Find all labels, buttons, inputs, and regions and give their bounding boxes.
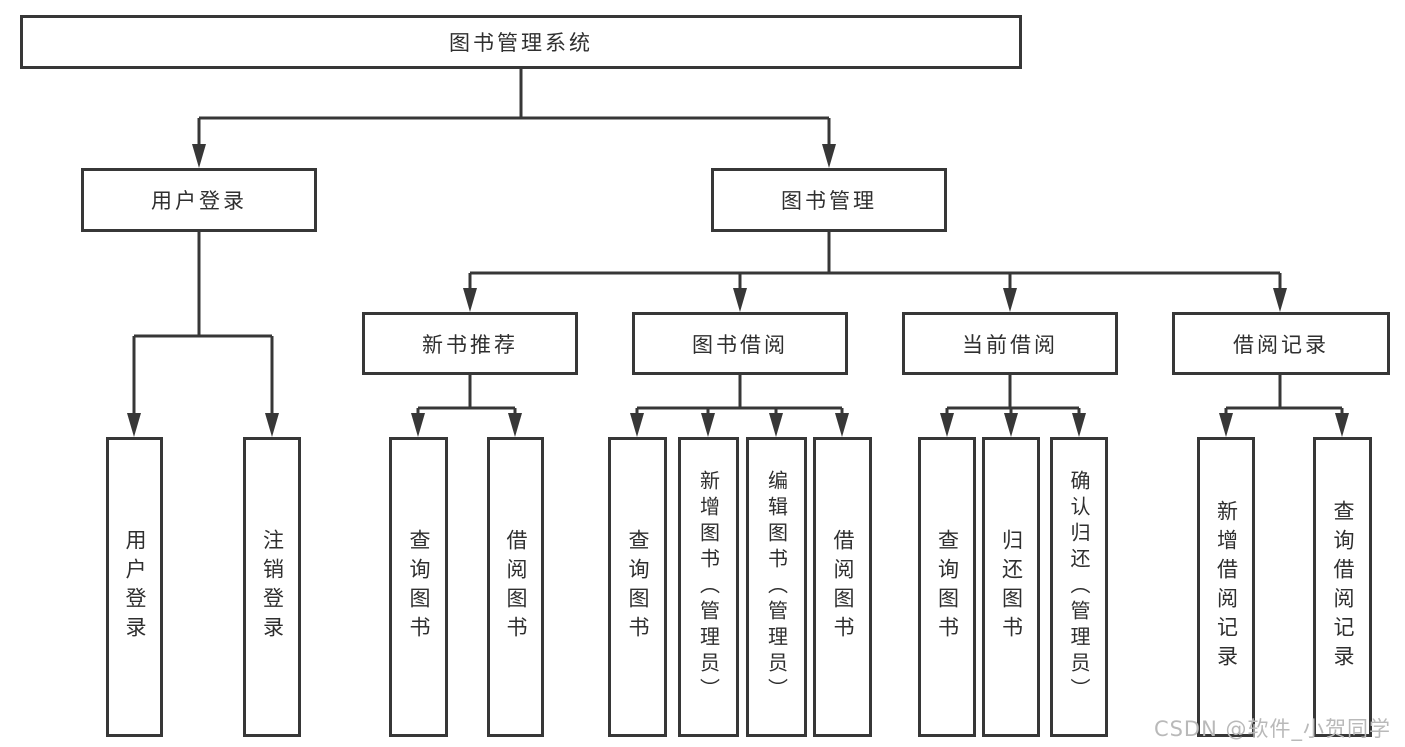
node-book-management: 图书管理	[711, 168, 947, 232]
node-library-system: 图书管理系统	[20, 15, 1022, 69]
node-current-borrowing-label: 当前借阅	[962, 332, 1058, 357]
node-return-books: 归还图书	[982, 437, 1040, 737]
node-add-borrow-record: 新增借阅记录	[1197, 437, 1255, 737]
node-edit-books-admin: 编辑图书（管理员）	[746, 437, 807, 737]
node-query-books-borrowing: 查询图书	[608, 437, 667, 737]
node-book-borrowing-label: 图书借阅	[692, 332, 788, 357]
node-query-books-recommend-label: 查询图书	[407, 529, 432, 645]
node-borrowing-records-label: 借阅记录	[1233, 332, 1329, 357]
node-library-system-label: 图书管理系统	[449, 31, 593, 55]
node-current-borrowing: 当前借阅	[902, 312, 1118, 375]
arrowheads	[127, 144, 1349, 437]
node-return-books-label: 归还图书	[999, 529, 1024, 645]
node-borrow-books-recommend: 借阅图书	[487, 437, 544, 737]
node-book-management-label: 图书管理	[781, 189, 877, 213]
node-query-borrow-record: 查询借阅记录	[1313, 437, 1372, 737]
node-confirm-return-admin: 确认归还（管理员）	[1050, 437, 1108, 737]
node-confirm-return-admin-label: 确认归还（管理员）	[1067, 470, 1091, 704]
node-logout: 注销登录	[243, 437, 301, 737]
node-query-books-recommend: 查询图书	[389, 437, 448, 737]
node-add-books-admin: 新增图书（管理员）	[678, 437, 739, 737]
node-new-book-recommend-label: 新书推荐	[422, 332, 518, 357]
node-user-login-label: 用户登录	[123, 529, 148, 645]
node-logout-label: 注销登录	[260, 529, 285, 645]
node-user-login-branch: 用户登录	[81, 168, 317, 232]
node-user-login-branch-label: 用户登录	[151, 189, 247, 213]
node-book-borrowing: 图书借阅	[632, 312, 848, 375]
node-query-books-borrowing-label: 查询图书	[626, 529, 651, 645]
node-query-books-current-label: 查询图书	[935, 529, 960, 645]
node-borrow-books: 借阅图书	[813, 437, 872, 737]
node-query-books-current: 查询图书	[918, 437, 976, 737]
node-borrow-books-recommend-label: 借阅图书	[504, 529, 529, 645]
node-edit-books-admin-label: 编辑图书（管理员）	[764, 470, 789, 704]
node-borrowing-records: 借阅记录	[1172, 312, 1390, 375]
node-add-borrow-record-label: 新增借阅记录	[1214, 500, 1239, 674]
node-user-login: 用户登录	[106, 437, 163, 737]
node-borrow-books-label: 借阅图书	[831, 529, 856, 645]
node-query-borrow-record-label: 查询借阅记录	[1331, 500, 1356, 674]
node-new-book-recommend: 新书推荐	[362, 312, 578, 375]
node-add-books-admin-label: 新增图书（管理员）	[696, 470, 721, 704]
csdn-watermark: CSDN @软件_小贺同学	[1153, 717, 1391, 741]
